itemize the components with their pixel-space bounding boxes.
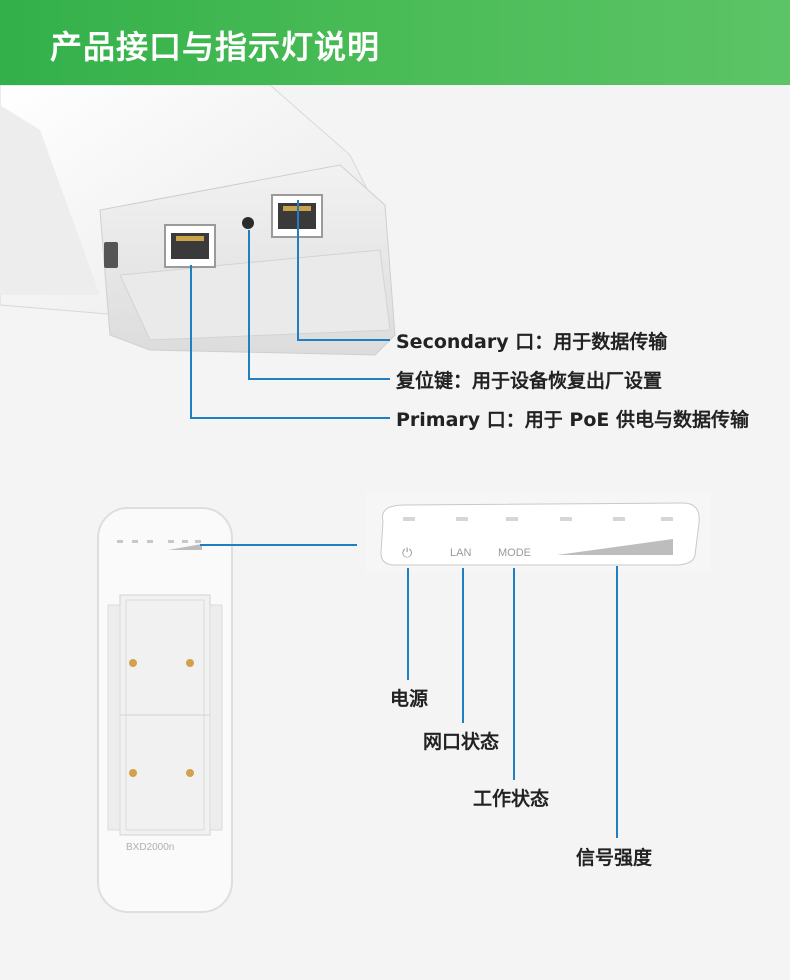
led-panel-zoom: ⏻ LAN MODE: [365, 493, 711, 573]
device-front-illustration: BXD2000n: [97, 507, 233, 913]
power-indicator-label: 电源: [390, 688, 429, 710]
mode-leader: [513, 568, 515, 780]
lan-indicator-label: 网口状态: [423, 731, 500, 753]
primary-port-leader-v: [190, 265, 192, 418]
signal-indicator-label: 信号强度: [576, 847, 653, 869]
led-panel-graphic: [380, 502, 700, 566]
lan-leader: [462, 568, 464, 723]
power-symbol: ⏻: [402, 546, 413, 561]
signal-strength-wedge: [557, 539, 673, 555]
reset-leader-h: [248, 378, 390, 380]
primary-port-label: Primary 口：用于 PoE 供电与数据传输: [396, 409, 749, 431]
mode-panel-label: MODE: [498, 547, 531, 559]
power-leader: [407, 568, 409, 680]
primary-port-leader-h: [190, 417, 390, 419]
reset-button-label: 复位键：用于设备恢复出厂设置: [396, 370, 663, 392]
header-banner: 产品接口与指示灯说明: [0, 0, 790, 85]
secondary-port-label: Secondary 口：用于数据传输: [396, 331, 668, 353]
secondary-port-leader-h: [297, 339, 390, 341]
device-model-text: BXD2000n: [126, 842, 174, 853]
lan-panel-label: LAN: [450, 547, 472, 559]
panel-zoom-leader: [200, 544, 357, 546]
signal-leader: [616, 566, 618, 838]
reset-leader-v: [248, 230, 250, 379]
secondary-port-leader-v: [297, 200, 299, 340]
page-title: 产品接口与指示灯说明: [50, 28, 381, 66]
mode-indicator-label: 工作状态: [473, 788, 550, 810]
